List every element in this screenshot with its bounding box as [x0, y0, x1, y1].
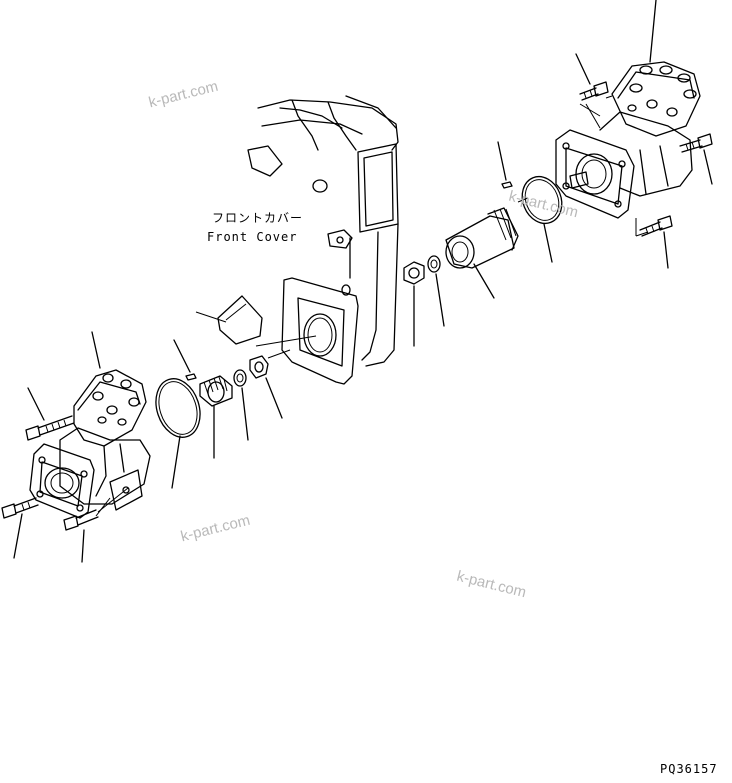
gear-right: [445, 207, 519, 269]
key-right: [501, 181, 513, 189]
nut-left: [249, 355, 269, 379]
o-ring-right: [521, 175, 563, 225]
washer-right: [427, 255, 441, 273]
nut-right: [403, 261, 425, 285]
washer-left: [233, 369, 247, 387]
front-cover-part: [247, 95, 399, 385]
air-compressor-left: [29, 369, 151, 519]
key-left: [185, 373, 197, 381]
o-ring-left: [155, 378, 201, 438]
bracket-plate-left: [217, 295, 263, 345]
center-lines: [95, 95, 649, 517]
bolts-right: [579, 81, 713, 237]
front-cover-label-en: Front Cover: [207, 230, 298, 244]
gear-left: [199, 375, 233, 407]
front-cover-label-jp: フロントカバー: [212, 211, 304, 225]
drawing-code: PQ36157: [660, 762, 718, 776]
leader-lines: [13, 0, 713, 563]
bolts-left: [1, 415, 99, 531]
air-compressor-right: [555, 61, 701, 219]
